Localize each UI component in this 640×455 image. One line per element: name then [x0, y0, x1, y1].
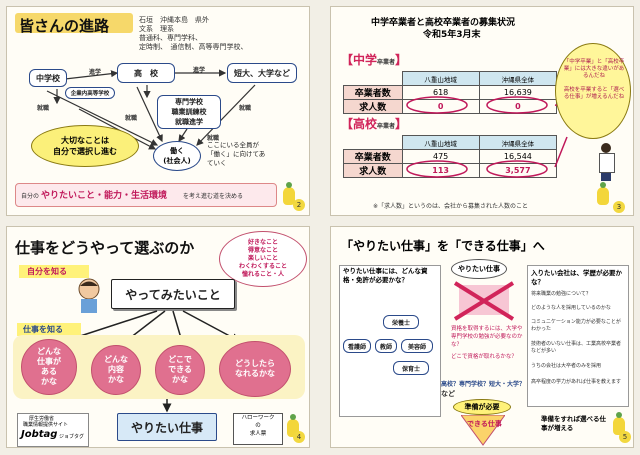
page-career-paths: 皆さんの進路 石垣 沖縄本島 県外 文系 理系 普通科、専門学科、 定時制、 通…	[6, 6, 310, 216]
page-number: 3	[613, 201, 625, 213]
question-where-qualify: どこで資格が取れるかな？	[451, 354, 517, 360]
can-do-job-label: できる仕事	[467, 420, 502, 428]
region-line-2: 文系 理系	[139, 25, 174, 33]
title-highlight	[15, 13, 133, 33]
region-line-1: 石垣 沖縄本島 県外	[139, 16, 209, 24]
mascot-icon	[613, 412, 625, 435]
mascot-icon	[597, 182, 609, 205]
company-item: 技術者のいない仕事は、工業高校卒業者などが多い	[531, 341, 622, 354]
question-what-jobs: どんな 仕事が ある かな	[21, 339, 77, 395]
company-item: 高卒程度の学力があれば仕事を教えます	[531, 379, 622, 385]
footnote: ※「求人数」というのは、会社から募集された人数のこと	[373, 203, 529, 210]
label-employ-1: 就職	[37, 105, 50, 112]
mascot-icon	[283, 182, 295, 205]
date-label: 令和5年3月末	[423, 30, 481, 40]
label-highlight	[17, 323, 81, 336]
label-employ-2: 就職	[125, 115, 138, 122]
job-dietitian: 栄養士	[383, 315, 419, 329]
junior-high-sub: 卒業者	[377, 59, 396, 66]
bottom-suffix: を考え進む道を決める	[183, 193, 244, 200]
page-number: 4	[293, 431, 305, 443]
node-company-school: 企業内高等学校	[65, 87, 115, 99]
col-okinawa: 沖縄県全体	[478, 71, 558, 86]
job-beautician: 美容師	[401, 339, 433, 353]
row-label: 求人数	[343, 99, 403, 114]
question-where: どこで できる かな	[155, 345, 205, 395]
row-label: 卒業者数	[343, 149, 403, 164]
school-options: 高校？専門学校？短大・大学？	[441, 381, 526, 388]
col-yaeyama: 八重山地域	[401, 135, 480, 150]
label-advance-1: 進学	[89, 69, 102, 76]
student-figure	[597, 143, 615, 183]
node-junior-high: 中学校	[29, 69, 67, 87]
jobtag-line-2: 職業情報提供サイト	[23, 422, 69, 428]
jobtag-name: Jobtag	[21, 429, 58, 440]
jobtag-kana: ジョブタグ	[59, 434, 85, 440]
page-title: 「やりたい仕事」を「できる仕事」へ	[341, 239, 545, 253]
jobtag-line-1: 厚生労働省	[29, 416, 55, 422]
high-school-label: 【高校卒業者】	[341, 117, 408, 131]
job-childcare: 保育士	[393, 361, 429, 375]
node-vocational: 専門学校 職業訓練校 就職進学	[157, 95, 221, 129]
page-how-to-choose: 仕事をどうやって選ぶのか 好きなこと 得意なこと 楽しいこと わくわくすること …	[6, 226, 310, 448]
junior-high-label: 【中学卒業者】	[341, 53, 408, 67]
desired-job-box: やりたい仕事	[117, 413, 217, 441]
bottom-key-phrase: やりたいこと・能力・生活環境	[41, 191, 168, 201]
label-advance-2: 進学	[193, 67, 206, 74]
question-study: 資格を取得するには、大学や専門学校の勉強が必要なのかな？	[451, 326, 523, 348]
bottom-banner	[15, 183, 277, 207]
page-title: 中学卒業者と高校卒業者の募集状況	[371, 18, 516, 28]
page-number: 2	[293, 199, 305, 211]
company-item: どのような人を採用しているのかな	[531, 305, 611, 311]
important-choice-bubble: 大切なことは 自分で選択し進む	[31, 125, 139, 167]
want-to-try-box: やってみたいこと	[111, 279, 235, 309]
label-highlight	[19, 265, 89, 278]
company-question: 入りたい会社は、学歴が必要かな？	[531, 269, 622, 286]
row-label: 求人数	[343, 163, 403, 178]
speech-bubble-text: 「中学卒業」と「高校卒業」には大きな違いがあるんだね 高校を卒業すると「選べる仕…	[563, 59, 625, 100]
job-teacher: 教師	[375, 339, 397, 353]
thinking-figure-icon	[78, 278, 100, 313]
etc-label: など	[441, 390, 455, 398]
high-school-sub: 卒業者	[377, 123, 396, 130]
qualification-question: やりたい仕事には、どんな資格・免許が必要かな？	[343, 267, 428, 284]
job-nurse: 看護師	[343, 339, 371, 353]
know-yourself-label: 自分を知る	[27, 267, 67, 276]
prep-needed-oval: 準備が必要	[453, 399, 511, 415]
hellowork-card: ハローワーク の 求人票	[233, 413, 283, 445]
node-university: 短大、大学など	[227, 63, 297, 83]
company-item: 将来職業の勉強について？	[531, 291, 591, 297]
company-panel	[527, 265, 629, 407]
know-jobs-label: 仕事を知る	[23, 325, 63, 334]
bottom-prefix: 自分の	[21, 193, 40, 200]
company-item: うちの会社は大卒者のみを採用	[531, 363, 602, 369]
region-line-3: 普通科、専門学科、	[139, 34, 202, 42]
cross-out-mark	[453, 281, 515, 321]
desired-job-oval: やりたい仕事	[451, 259, 507, 279]
junior-high-label-text: 中学	[353, 53, 378, 67]
question-how-to-become: どうしたら なれるかな	[219, 341, 291, 397]
node-high-school: 高 校	[117, 63, 175, 83]
question-what-content: どんな 内容 かな	[91, 345, 141, 395]
company-item: コミュニケーション能力が必要なことがわかった	[531, 319, 621, 332]
everyone-works-message: ここにいる全員が「働く」に向けてあていく	[207, 141, 266, 167]
page-number: 5	[619, 431, 631, 443]
jobtag-card	[17, 413, 89, 447]
page-title: 仕事をどうやって選ぶのか	[15, 239, 195, 257]
likes-bubble: 好きなこと 得意なこと 楽しいこと わくわくすること 憧れること・人	[219, 231, 307, 287]
page-want-to-can: 「やりたい仕事」を「できる仕事」へ やりたい仕事には、どんな資格・免許が必要かな…	[330, 226, 634, 448]
label-employ-4: 就職	[239, 105, 252, 112]
high-school-label-text: 高校	[353, 117, 378, 131]
closing-message: 準備をすれば選べる仕事が増える	[541, 415, 606, 432]
region-line-4: 定時制、 通信制、高等専門学校、	[139, 43, 248, 51]
page-recruitment-status: 中学卒業者と高校卒業者の募集状況 令和5年3月末 【中学卒業者】 八重山地域沖縄…	[330, 6, 634, 216]
label-employ-3: 就職	[207, 135, 220, 142]
down-triangle	[461, 415, 505, 446]
page-title: 皆さんの進路	[19, 17, 110, 35]
node-work: 働く (社会人)	[153, 141, 201, 171]
speech-bubble	[555, 43, 631, 139]
